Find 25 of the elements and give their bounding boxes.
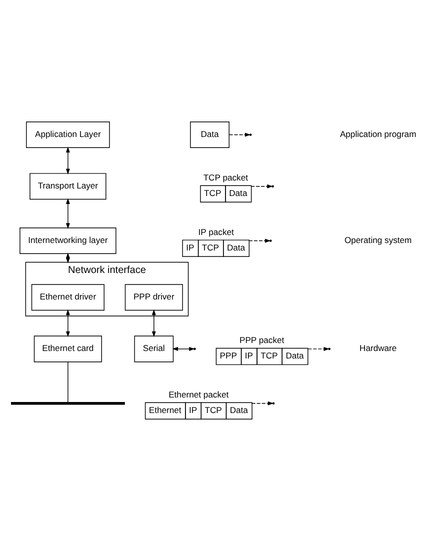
arrow: [66, 198, 70, 228]
node-label: TCP packet: [203, 172, 248, 182]
arrow: [152, 308, 156, 337]
node-bar: [10, 401, 125, 404]
arrow: [228, 132, 251, 136]
arrow: [250, 184, 273, 188]
arrow: [248, 238, 271, 242]
node-box: Ethernet card: [34, 335, 102, 362]
node-box: PPP driver: [124, 284, 183, 310]
arrow: [308, 346, 330, 350]
node-label: IP packet: [198, 226, 234, 236]
node-box: Serial: [134, 335, 174, 362]
label: Operating system: [344, 234, 412, 244]
node-label: Ethernet packet: [168, 388, 229, 399]
arrow: [66, 146, 70, 174]
node-box: Transport Layer: [30, 172, 106, 200]
label: Hardware: [360, 342, 397, 353]
node-box: Ethernet driver: [31, 284, 104, 310]
arrow: [66, 308, 70, 337]
node-label: PPP packet: [239, 334, 284, 344]
node-box: Internetworking layer: [20, 227, 116, 254]
arrow: [251, 400, 274, 405]
node-box: Application Layer: [26, 121, 110, 148]
node-box: Data: [190, 121, 230, 148]
label: Application program: [340, 128, 416, 138]
